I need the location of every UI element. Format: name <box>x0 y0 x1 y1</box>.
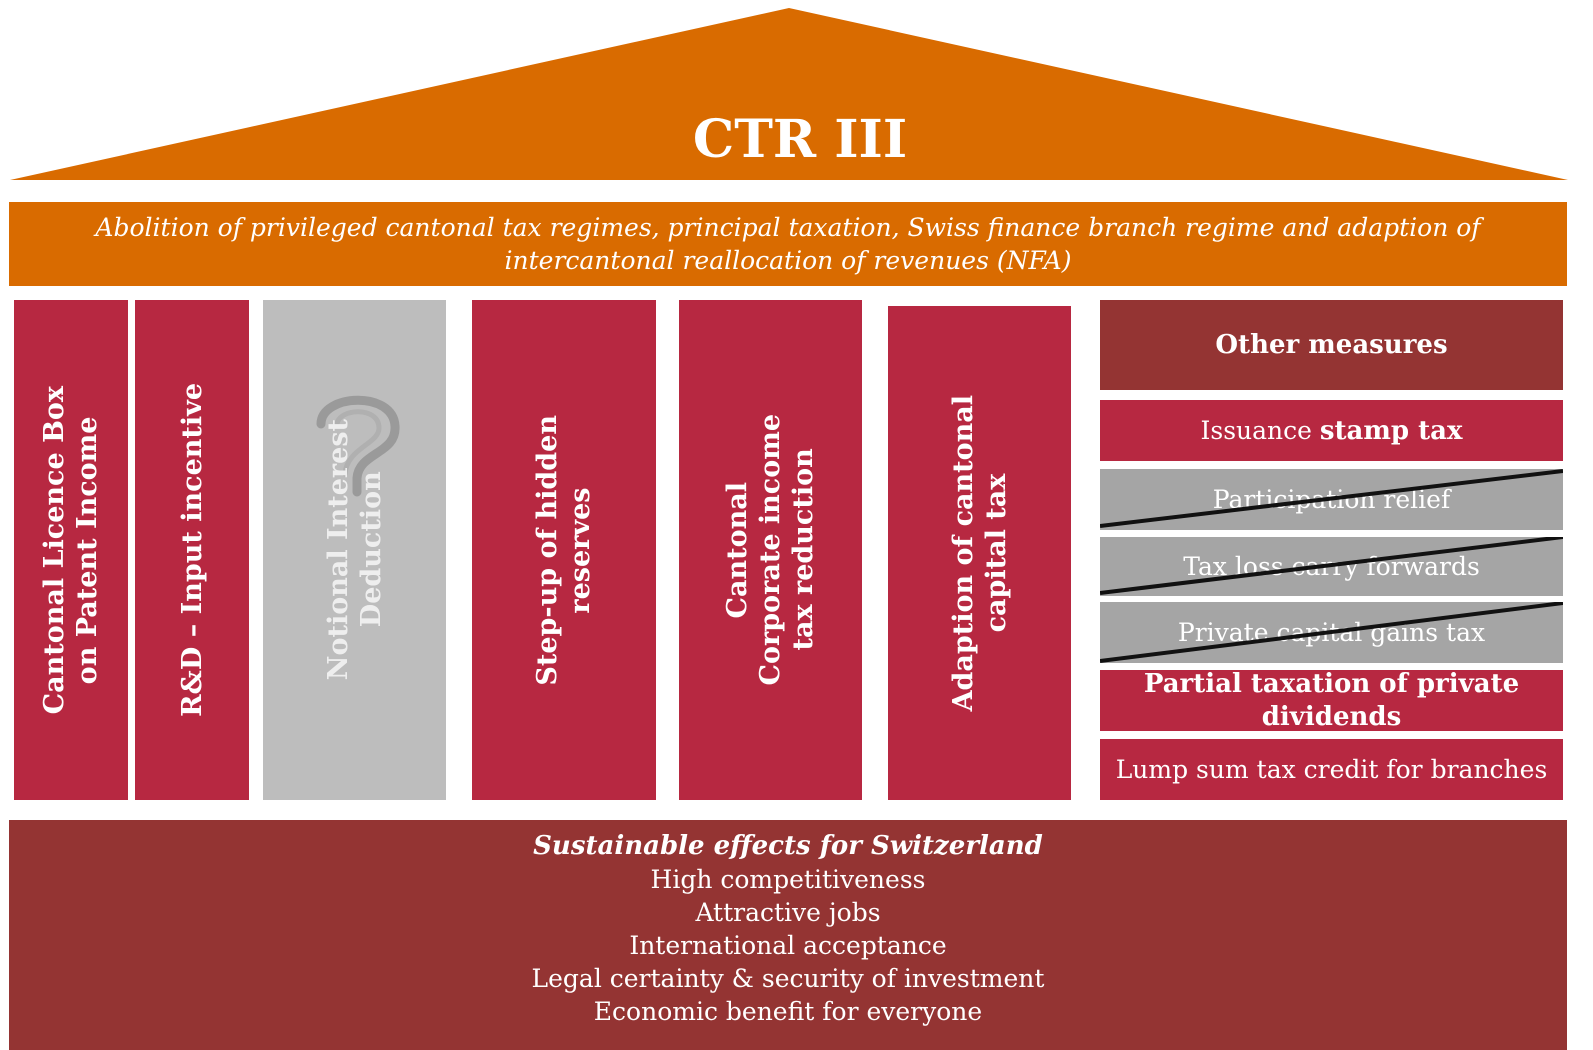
measure-lump-sum-tax-credit: Lump sum tax credit for branches <box>1100 739 1563 800</box>
other-measures-header: Other measures <box>1100 300 1563 390</box>
pillar-label: Adaption of cantonal capital tax <box>947 394 1012 712</box>
pillar-label: Notional Interest Deduction <box>322 419 387 681</box>
pillar-rd-input-incentive: R&D – Input incentive <box>135 300 249 800</box>
foundation-line: International acceptance <box>629 931 947 960</box>
strikethrough-line <box>1100 537 1563 595</box>
foundation-line: Economic benefit for everyone <box>593 997 983 1026</box>
pillar-notional-interest-deduction: Notional Interest Deduction <box>263 300 446 800</box>
roof <box>10 8 1568 180</box>
pillar-step-up-hidden-reserves: Step-up of hidden reserves <box>472 300 656 800</box>
foundation-line: Legal certainty & security of investment <box>531 964 1045 993</box>
roof-triangle <box>10 8 1568 180</box>
pillar-label: Step-up of hidden reserves <box>532 414 596 686</box>
pillar-label: Cantonal Corporate income tax reduction <box>722 414 819 686</box>
measure-issuance-stamp-tax: Issuance stamp tax <box>1100 400 1563 461</box>
measure-bold: stamp tax <box>1319 415 1463 446</box>
pillar-cantonal-capital-tax: Adaption of cantonal capital tax <box>888 306 1071 800</box>
measure-private-capital-gains-tax: Private capital gains tax <box>1100 602 1563 663</box>
beam-abolition-text: Abolition of privileged cantonal tax reg… <box>9 202 1567 286</box>
pillar-label: Cantonal Licence Box on Patent Income <box>39 385 103 715</box>
pillar-corporate-income-tax-reduction: Cantonal Corporate income tax reduction <box>679 300 862 800</box>
measure-partial-taxation-dividends: Partial taxation of private dividends <box>1100 669 1563 732</box>
measure-participation-relief: Participation relief <box>1100 469 1563 530</box>
foundation-line: Attractive jobs <box>695 898 881 927</box>
pillar-label: R&D – Input incentive <box>176 383 208 717</box>
foundation-line: High competitiveness <box>650 865 926 894</box>
pillar-licence-box: Cantonal Licence Box on Patent Income <box>14 300 128 800</box>
question-mark-icon <box>316 395 400 497</box>
measure-tax-loss-carry-forwards: Tax loss carry forwards <box>1100 537 1563 596</box>
foundation-title: Sustainable effects for Switzerland <box>533 831 1043 861</box>
roof-title: CTR III <box>692 109 908 170</box>
measure-prefix: Issuance <box>1200 416 1320 445</box>
foundation-sustainable-effects: Sustainable effects for Switzerland High… <box>9 820 1567 1050</box>
strikethrough-line <box>1100 469 1563 528</box>
strikethrough-line <box>1100 602 1563 663</box>
